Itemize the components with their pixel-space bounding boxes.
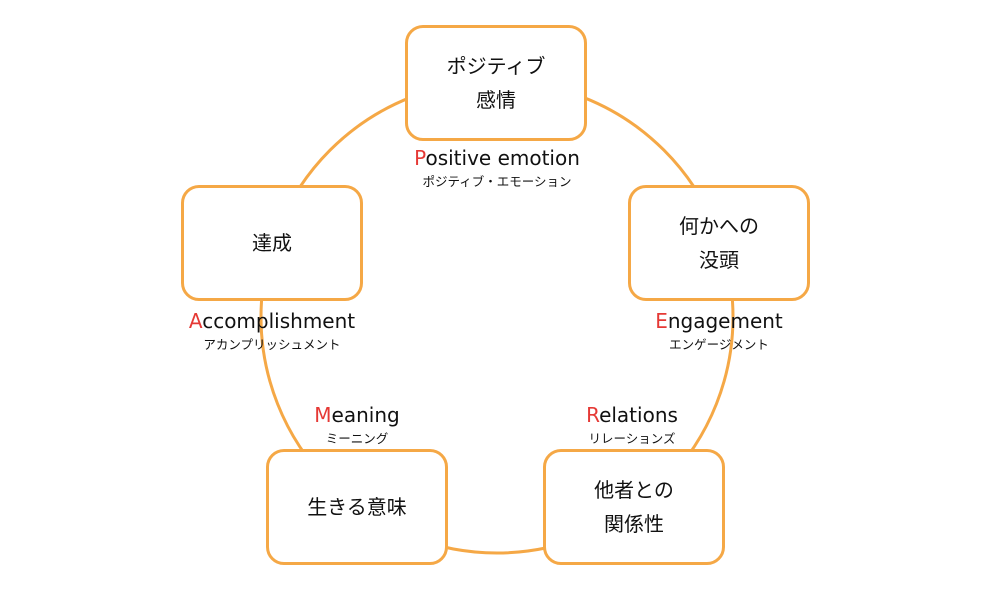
positive-emotion-box-line-1: ポジティブ — [446, 54, 546, 78]
engagement-box: 何かへの 没頭 — [628, 185, 810, 301]
meaning-label: Meaning ミーニング — [227, 402, 487, 450]
accomplishment-en: Accomplishment — [142, 308, 402, 334]
accomplishment-box-line-1: 達成 — [252, 231, 292, 255]
meaning-en-rest: eaning — [331, 403, 400, 427]
engagement-ja: エンゲージメント — [669, 337, 769, 352]
engagement-box-line-1: 何かへの — [679, 214, 759, 238]
positive-emotion-ja: ポジティブ・エモーション — [422, 174, 572, 189]
engagement-box-line-2: 没頭 — [699, 248, 739, 272]
accomplishment-en-rest: ccomplishment — [202, 309, 356, 333]
accomplishment-box: 達成 — [181, 185, 363, 301]
relations-ja: リレーションズ — [588, 431, 676, 446]
relations-en-rest: elations — [599, 403, 678, 427]
engagement-en: Engagement — [589, 308, 849, 334]
relations-en: Relations — [502, 402, 762, 428]
relations-box: 他者との 関係性 — [543, 449, 725, 565]
engagement-en-rest: ngagement — [667, 309, 783, 333]
positive-emotion-box-line-2: 感情 — [476, 88, 516, 112]
meaning-box-line-1: 生きる意味 — [307, 495, 407, 519]
meaning-en: Meaning — [227, 402, 487, 428]
positive-emotion-en: Positive emotion — [367, 145, 627, 171]
relations-box-line-2: 関係性 — [604, 512, 664, 536]
engagement-initial: E — [655, 309, 668, 333]
positive-emotion-en-rest: ositive emotion — [425, 146, 580, 170]
relations-box-line-1: 他者との — [594, 478, 674, 502]
meaning-box: 生きる意味 — [266, 449, 448, 565]
accomplishment-ja: アカンプリッシュメント — [203, 337, 341, 352]
accomplishment-label: Accomplishment アカンプリッシュメント — [142, 308, 402, 356]
positive-emotion-label: Positive emotion ポジティブ・エモーション — [367, 145, 627, 193]
accomplishment-initial: A — [188, 309, 203, 333]
positive-emotion-box: ポジティブ 感情 — [405, 25, 587, 141]
relations-initial: R — [586, 403, 600, 427]
engagement-label: Engagement エンゲージメント — [589, 308, 849, 356]
meaning-ja: ミーニング — [325, 431, 389, 446]
relations-label: Relations リレーションズ — [502, 402, 762, 450]
positive-emotion-initial: P — [414, 146, 426, 170]
meaning-initial: M — [314, 403, 332, 427]
